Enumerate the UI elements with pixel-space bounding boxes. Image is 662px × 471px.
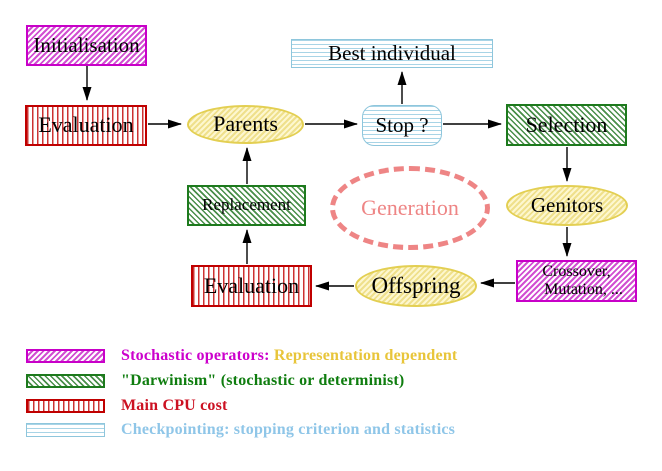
node-offspring-label: Offspring [371,273,461,299]
node-offspring: Offspring [355,265,477,307]
node-initialisation-label: Initialisation [33,32,140,57]
legend-row-checkpointing: Checkpointing: stopping criterion and st… [26,420,455,440]
legend-row-stochastic-operators: Stochastic operators: Representation dep… [26,346,457,366]
node-evaluation-top-label: Evaluation [38,112,134,138]
node-stop: Stop ? [362,105,442,146]
generation-cycle-ellipse: Generation [330,166,490,250]
node-evaluation-top: Evaluation [25,105,147,146]
node-selection: Selection [506,104,627,146]
node-stop-label: Stop ? [375,112,429,137]
node-evaluation-bottom-label: Evaluation [203,272,300,298]
node-best-individual: Best individual [291,39,493,68]
node-selection-label: Selection [525,111,608,137]
node-crossover-line2: Mutation, ... [544,281,623,298]
generation-label: Generation [361,194,459,220]
legend-row-darwinism: "Darwinism" (stochastic or determinist) [26,371,404,391]
legend-swatch-magenta-hatch [26,349,105,363]
legend-row-main-cpu-cost: Main CPU cost [26,396,228,416]
node-crossover-mutation: Crossover, Mutation, ... [516,260,637,302]
legend-label-main-cpu-cost: Main CPU cost [121,397,228,414]
node-replacement-label: Replacement [202,195,291,215]
legend-label-darwinism: "Darwinism" (stochastic or determinist) [121,372,405,389]
node-crossover-line1: Crossover, [542,263,611,281]
legend-swatch-red-stripe [26,399,105,413]
legend-label-representation-dependent: Representation dependent [273,347,458,364]
node-genitors: Genitors [506,185,628,226]
node-parents-label: Parents [213,111,278,137]
legend-label-checkpointing: Checkpointing: stopping criterion and st… [121,421,456,438]
node-best-individual-label: Best individual [328,40,456,65]
node-genitors-label: Genitors [530,192,604,217]
node-initialisation: Initialisation [26,25,147,66]
legend-swatch-green-hatch [26,374,105,388]
node-evaluation-bottom: Evaluation [191,265,312,307]
legend-label-stochastic-operators: Stochastic operators: [121,347,270,364]
node-parents: Parents [187,105,304,144]
legend-swatch-cyan-stripe [26,423,105,437]
node-replacement: Replacement [187,185,306,226]
